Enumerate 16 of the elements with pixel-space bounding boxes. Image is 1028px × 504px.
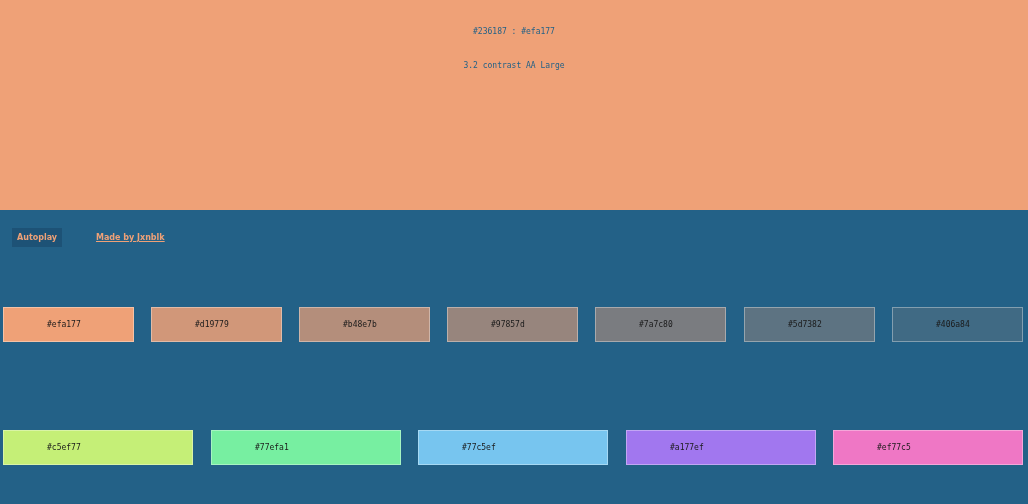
- color-swatch: #7a7c80: [595, 307, 726, 342]
- color-swatch: #5d7382: [744, 307, 875, 342]
- color-swatch: #ef77c5: [833, 430, 1023, 465]
- color-swatch: #77c5ef: [418, 430, 608, 465]
- color-swatch: #77efa1: [211, 430, 401, 465]
- color-swatch: #406a84: [892, 307, 1023, 342]
- contrast-ratio-text: 3.2 contrast AA Large: [463, 61, 565, 70]
- autoplay-button: Autoplay: [12, 228, 63, 247]
- color-swatch: #d19779: [151, 307, 282, 342]
- color-swatch: #a177ef: [626, 430, 816, 465]
- color-swatch: #c5ef77: [3, 430, 193, 465]
- color-swatch: #efa177: [3, 307, 134, 342]
- author-link: Made by Jxnblk: [96, 232, 165, 244]
- color-swatch: #97857d: [447, 307, 578, 342]
- color-swatch: #b48e7b: [299, 307, 430, 342]
- color-pair-title: #236187 : #efa177: [473, 27, 555, 36]
